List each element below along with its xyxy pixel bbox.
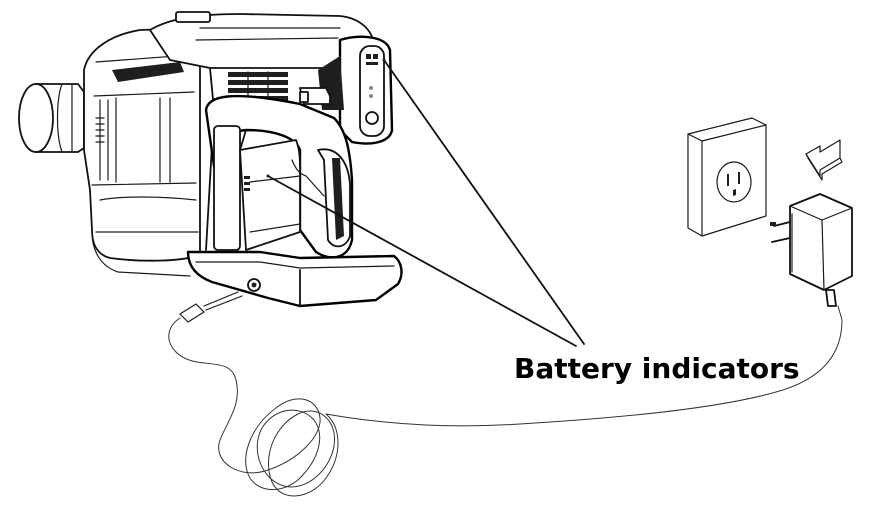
- charging-cord: [168, 291, 843, 497]
- battery-pack: [239, 139, 325, 251]
- vacuum-body: [18, 11, 403, 308]
- trigger: [299, 87, 331, 105]
- arrow-left-icon: [805, 139, 843, 181]
- callout-lines: [266, 58, 585, 347]
- callout-label: Battery indicators: [514, 352, 800, 385]
- dust-bin: [83, 27, 201, 277]
- motor-housing: [149, 11, 375, 251]
- charging-base: [186, 250, 403, 308]
- wall-socket: [687, 117, 767, 237]
- vacuum-nozzle: [18, 83, 85, 153]
- handle: [204, 94, 354, 259]
- power-adapter: [770, 193, 853, 307]
